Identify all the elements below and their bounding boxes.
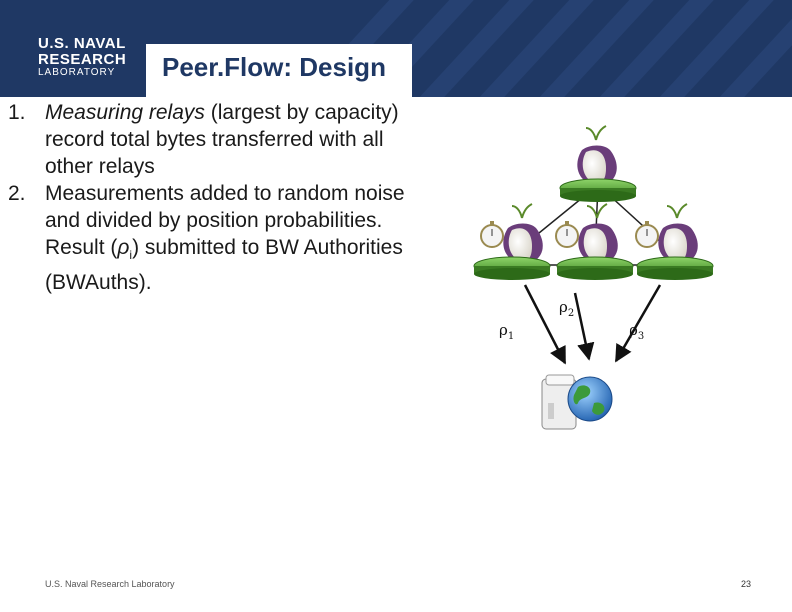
peerflow-diagram: ρ1 ρ2 ρ3 (473, 125, 714, 430)
onion-icon (503, 203, 543, 264)
logo-line-3: LABORATORY (38, 67, 116, 78)
page-number: 23 (741, 579, 752, 589)
router-icon (556, 256, 634, 280)
title-background (146, 44, 412, 97)
list-number: 1. (8, 101, 26, 124)
relay-left (473, 203, 551, 280)
rho-1-label: ρ1 (499, 321, 514, 342)
stopwatch-icon (480, 221, 504, 248)
item-text: Measurements added to random noise and d… (45, 182, 405, 259)
relay-right (635, 203, 714, 280)
stopwatch-icon (555, 221, 579, 248)
list-item: 2. Measurements added to random noise an… (8, 180, 428, 296)
router-icon (473, 256, 551, 280)
rho-2-label: ρ2 (559, 298, 574, 319)
footer-organization: U.S. Naval Research Laboratory (45, 579, 175, 589)
bullet-list: 1. Measuring relays (largest by capacity… (8, 99, 428, 296)
relay-middle (555, 203, 634, 280)
onion-icon (658, 203, 698, 264)
logo-line-2: RESEARCH (38, 51, 127, 68)
router-icon (636, 256, 714, 280)
submission-arrows (523, 284, 662, 365)
relay-top (559, 125, 637, 202)
item-text-end: ) submitted to BW Authorities (BWAuths). (45, 236, 403, 295)
onion-icon (578, 203, 618, 264)
router-icon (559, 178, 637, 202)
item-text: (largest by capacity) record total bytes… (45, 101, 399, 178)
logo-line-1: U.S. NAVAL (38, 35, 126, 52)
rho-subscript: i (129, 248, 133, 263)
bw-authority-server-icon (541, 374, 613, 430)
rho-3-label: ρ3 (629, 321, 644, 342)
stopwatch-icon (635, 221, 659, 248)
slide-title: Peer.Flow: Design (162, 52, 386, 82)
list-item: 1. Measuring relays (largest by capacity… (8, 99, 428, 180)
item-emphasis: Measuring relays (45, 101, 205, 124)
list-number: 2. (8, 182, 26, 205)
onion-icon (577, 125, 617, 186)
rho-symbol: ρ (117, 236, 130, 259)
nrl-logo: U.S. NAVAL RESEARCH LABORATORY (38, 36, 126, 79)
header-bar: U.S. NAVAL RESEARCH LABORATORY (0, 0, 792, 97)
